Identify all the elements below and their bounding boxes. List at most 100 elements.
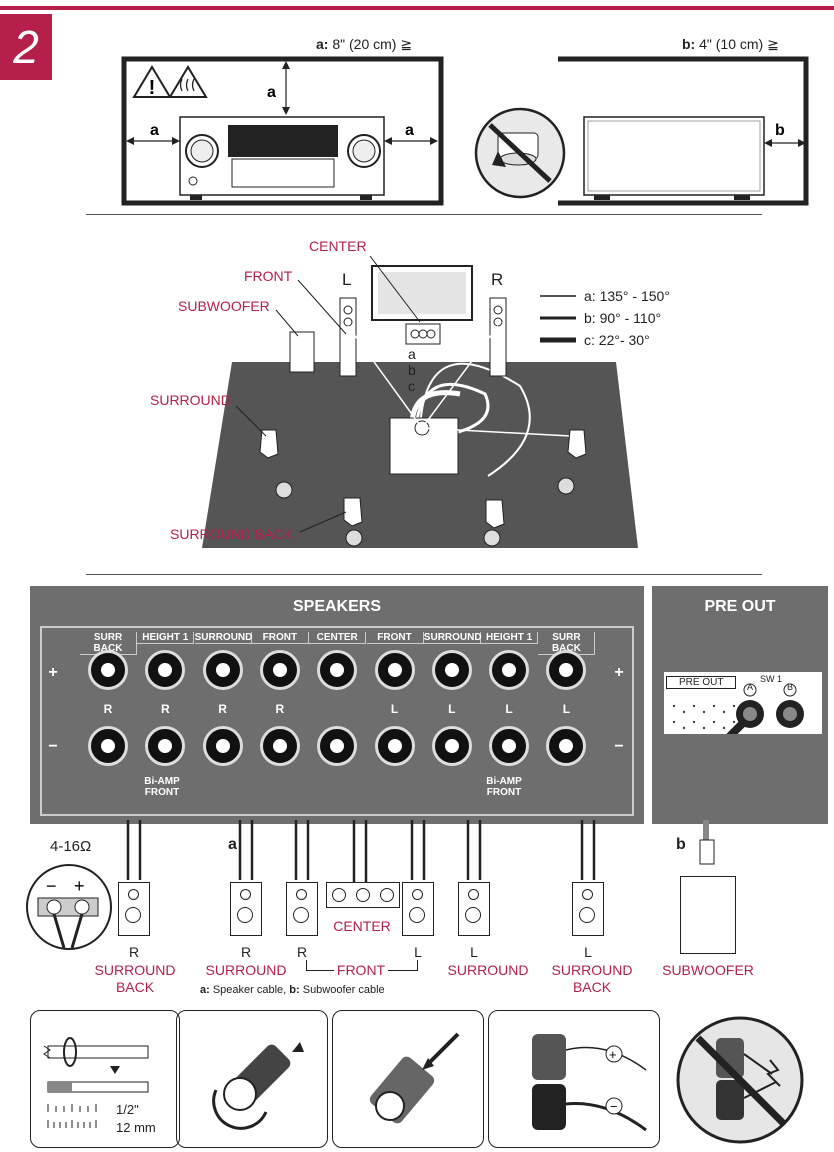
- terminal-knob: [556, 736, 577, 756]
- svg-text:+: +: [74, 876, 85, 896]
- impedance-label: 4-16Ω: [50, 838, 92, 855]
- plus-sign-right: +: [614, 664, 624, 681]
- terminal-side: L: [448, 702, 456, 716]
- step-strip-wire: [30, 1010, 180, 1148]
- terminal-knob: [441, 660, 462, 680]
- cable-note: a: Speaker cable, b: Subwoofer cable: [200, 984, 385, 996]
- speaker-terminal-minus[interactable]: [431, 726, 472, 766]
- preout-jacks: [672, 683, 804, 734]
- sw-label: SW 1: [760, 674, 783, 684]
- speaker-terminal-minus[interactable]: [145, 726, 186, 766]
- label-surround-back: SURROUND BACK: [170, 526, 293, 542]
- step-tighten-terminal: [488, 1010, 660, 1148]
- woofer-icon: [409, 907, 425, 923]
- terminal-knob: [441, 736, 462, 756]
- preout-title: PRE OUT: [704, 598, 776, 615]
- spk-r-3: R: [296, 944, 308, 960]
- jack-b-label: B: [786, 682, 793, 692]
- dim-a-left: a: [150, 122, 159, 139]
- svg-text:−: −: [610, 1099, 618, 1114]
- step-insert-wire: [332, 1010, 484, 1148]
- woofer-icon: [293, 907, 309, 923]
- clearance-illustration: ! a a a b: [121, 56, 809, 206]
- woofer-icon: [465, 907, 481, 923]
- plus-sign: +: [48, 664, 58, 681]
- clearance-a-caption: a: 8" (20 cm) ≧: [316, 36, 413, 52]
- label-center: CENTER: [309, 238, 367, 254]
- spk-r-1: R: [128, 944, 140, 960]
- speaker-terminal-minus[interactable]: [489, 726, 530, 766]
- divider-2: [86, 574, 762, 575]
- terminal-knob: [556, 660, 577, 680]
- speaker-terminal-plus[interactable]: [88, 650, 128, 690]
- label-subwoofer-out: SUBWOOFER: [662, 962, 754, 978]
- speaker-terminal-plus[interactable]: [546, 650, 587, 690]
- tweeter-icon: [582, 889, 593, 900]
- terminal-knob: [212, 736, 233, 756]
- speaker-terminal-minus[interactable]: [317, 726, 358, 766]
- terminal-knob: [98, 660, 118, 680]
- minus-sign: −: [48, 738, 58, 755]
- cable-b-label: b: [676, 836, 686, 853]
- terminal-header: FRONT: [366, 632, 424, 644]
- speaker-terminal-plus[interactable]: [202, 650, 243, 690]
- speakers-terminal-frame: [40, 626, 634, 816]
- label-surround: SURROUND: [150, 392, 231, 408]
- terminal-knob: [269, 736, 290, 756]
- top-rule: [0, 6, 834, 10]
- speaker-box: [286, 882, 318, 936]
- arc-label-c: c: [408, 378, 415, 394]
- label-subwoofer: SUBWOOFER: [178, 298, 270, 314]
- preout-port-label: PRE OUT: [666, 676, 737, 689]
- step-loosen-terminal: [176, 1010, 328, 1148]
- label-front: FRONT: [244, 268, 293, 284]
- terminal-header: SURROUND: [423, 632, 482, 644]
- spk-l-3: L: [584, 944, 592, 960]
- legend-b: b: 90° - 110°: [584, 310, 662, 326]
- speaker-terminal-minus[interactable]: [546, 726, 587, 766]
- no-short-circuit-icon: [676, 1016, 804, 1144]
- tweeter-icon: [412, 889, 423, 900]
- minus-sign-right: −: [614, 738, 624, 755]
- terminal-side: R: [103, 702, 113, 716]
- speaker-terminal-plus[interactable]: [489, 650, 530, 690]
- terminal-knob: [499, 736, 520, 756]
- woofer-icon: [579, 907, 595, 923]
- legend-a: a: 135° - 150°: [584, 288, 670, 304]
- speaker-terminal-plus[interactable]: [374, 650, 415, 690]
- speakers-title: SPEAKERS: [292, 598, 382, 615]
- tweeter-icon: [128, 889, 139, 900]
- tweeter-icon: [468, 889, 479, 900]
- divider-1: [86, 214, 762, 215]
- speaker-terminal-plus[interactable]: [259, 650, 300, 690]
- speaker-box: [118, 882, 150, 936]
- woofer-icon: [237, 907, 253, 923]
- speaker-layout-diagram: [202, 255, 638, 548]
- terminal-knob: [327, 660, 348, 680]
- tweeter-icon: [296, 889, 307, 900]
- terminal-header: HEIGHT 1: [137, 632, 195, 644]
- speaker-terminal-minus[interactable]: [88, 726, 128, 766]
- terminal-side: L: [390, 702, 399, 716]
- tweeter-icon: [380, 888, 394, 902]
- legend-c: c: 22°- 30°: [584, 332, 650, 348]
- speaker-cables: [126, 820, 715, 882]
- dim-b: b: [775, 122, 785, 139]
- loosen-terminal-illustration: [212, 1042, 304, 1130]
- speaker-terminal-plus[interactable]: [317, 650, 358, 690]
- speaker-terminal-plus[interactable]: [431, 650, 472, 690]
- strip-wire-illustration: [43, 1037, 149, 1128]
- speaker-terminal-minus[interactable]: [374, 726, 415, 766]
- speaker-terminal-minus[interactable]: [202, 726, 243, 766]
- step-number: 2: [0, 14, 52, 80]
- subwoofer-box: [680, 876, 736, 954]
- terminal-knob: [327, 736, 348, 756]
- speaker-terminal-plus[interactable]: [145, 650, 186, 690]
- speaker-terminal-minus[interactable]: [259, 726, 300, 766]
- jack-a-label: A: [746, 682, 753, 692]
- speaker-box: [572, 882, 604, 936]
- len-inch: 1/2": [116, 1102, 139, 1117]
- insert-wire-illustration: [369, 1032, 460, 1124]
